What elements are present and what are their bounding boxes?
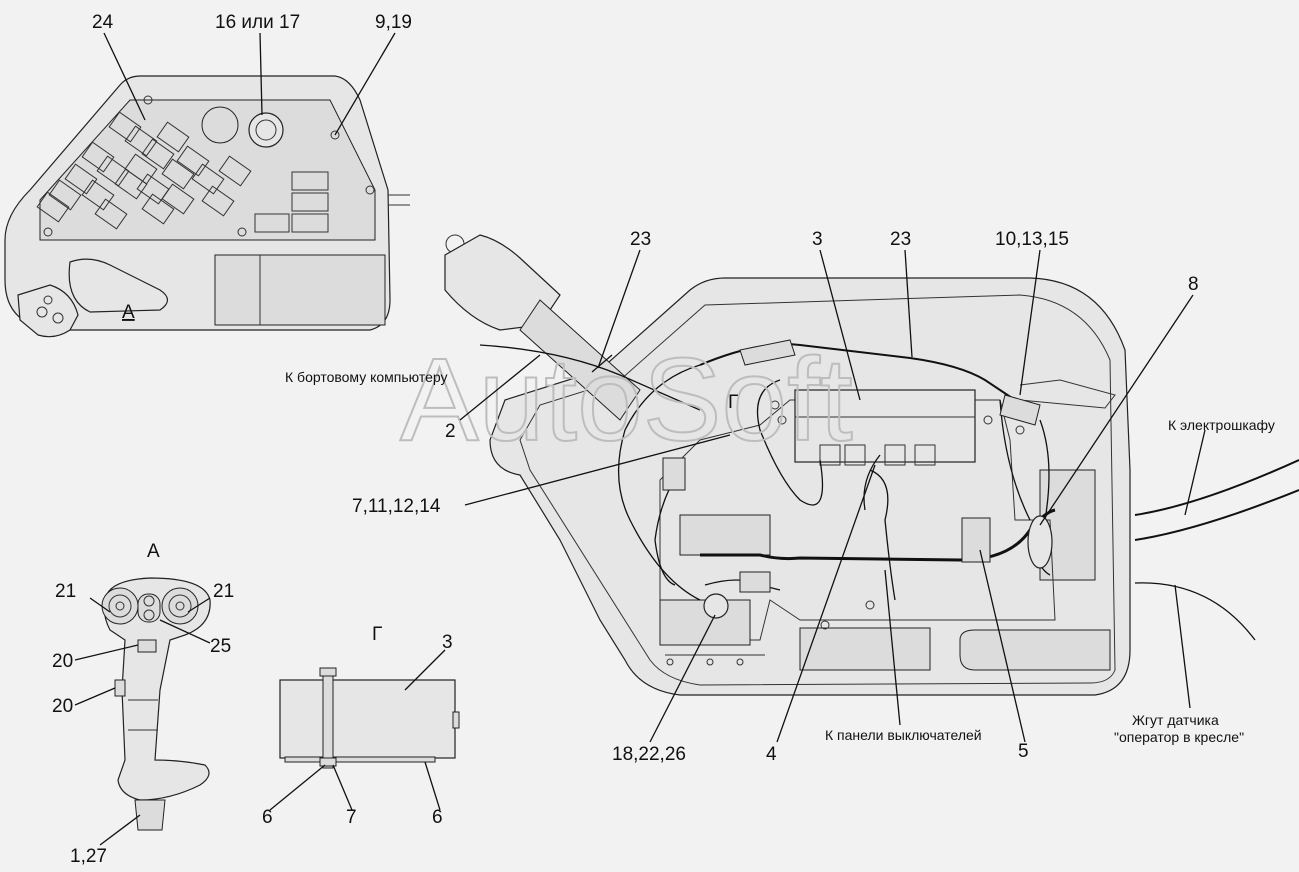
note-sensor-harness-line2: "оператор в кресле" [1114,729,1244,745]
callout-18-22-26: 18,22,26 [612,744,686,765]
wire-harness [617,339,1299,641]
view-g-marker: Г [728,392,738,413]
callouts: 24 16 или 17 9,19 А 23 3 23 10,13,15 8 2… [52,12,1199,867]
block-detail [279,667,460,769]
view-a-title: А [147,541,160,562]
note-to-onboard-computer: К бортовому компьютеру [285,369,448,385]
main-housing [489,277,1131,696]
callout-9-19: 9,19 [375,12,412,33]
callout-20-bottom: 20 [52,696,73,717]
view-g-title: Г [372,624,382,645]
callout-25: 25 [210,636,231,657]
lever-assembly [444,234,701,421]
callout-1-27: 1,27 [70,846,107,867]
callout-21-right: 21 [213,581,234,602]
callout-20-top: 20 [52,651,73,672]
switch-console [4,75,410,338]
callout-8: 8 [1188,274,1199,295]
callout-3-detail: 3 [442,632,453,653]
callout-24: 24 [92,12,114,33]
callout-4: 4 [766,744,777,765]
leader-lines [74,32,1206,846]
view-a-marker: А [122,302,135,323]
callout-6-left: 6 [262,807,273,828]
note-sensor-harness-line1: Жгут датчика [1132,712,1219,728]
callout-16-or-17: 16 или 17 [215,12,300,33]
callout-7: 7 [346,807,357,828]
callout-21-left: 21 [55,581,76,602]
callout-2: 2 [445,421,456,442]
inner-frame [659,389,1056,666]
callout-23-left: 23 [630,229,651,250]
callout-23-mid: 23 [890,229,911,250]
callout-3-main: 3 [812,229,823,250]
note-to-electrical-cabinet: К электрошкафу [1168,417,1275,433]
joystick-detail [101,577,211,831]
callout-6-right: 6 [432,807,443,828]
callout-7-11-12-14: 7,11,12,14 [352,496,441,517]
watermark: AutoSoft [400,334,853,466]
notes: К бортовому компьютеру К электрошкафу К … [285,369,1275,745]
note-to-switch-panel: К панели выключателей [825,727,982,743]
callout-10-13-15: 10,13,15 [995,229,1069,250]
callout-5: 5 [1018,741,1029,762]
